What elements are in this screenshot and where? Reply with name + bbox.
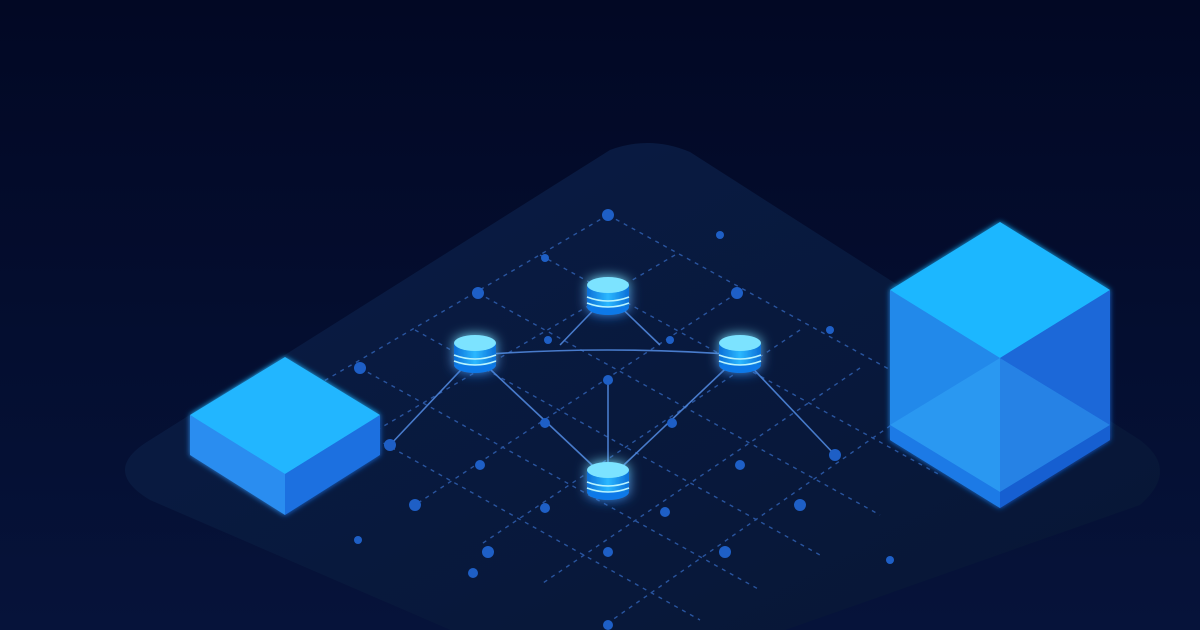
database-icon [718,335,762,373]
grid-nodes [354,209,894,630]
cube-icon [890,222,1110,508]
cube-icon [190,357,380,515]
database-icon [453,335,497,373]
platform [125,143,1160,630]
database-icon [586,462,630,500]
database-icon [586,277,630,315]
